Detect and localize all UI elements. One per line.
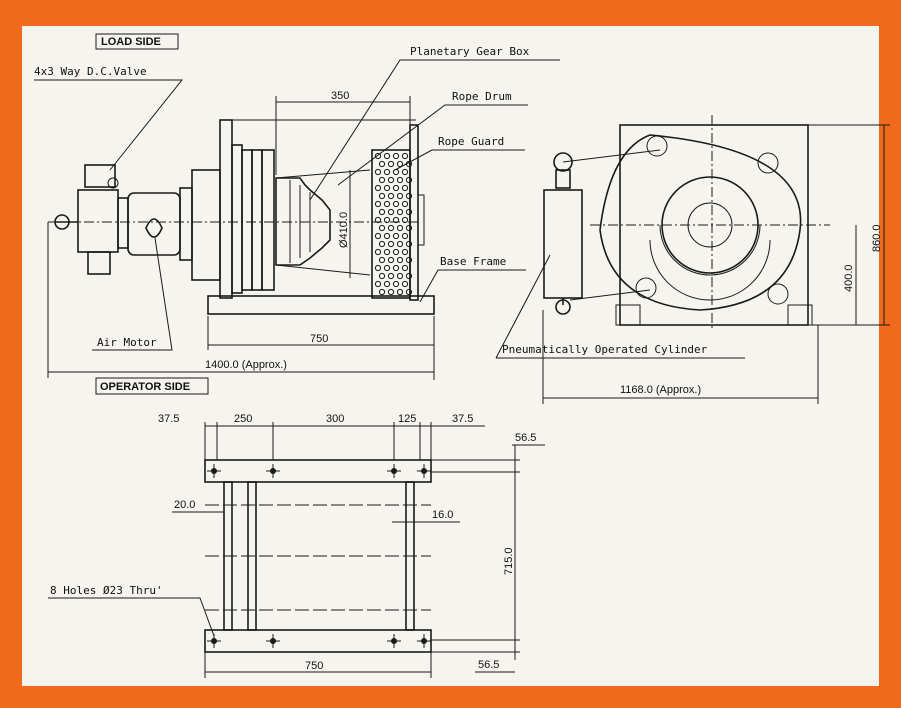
- cylinder-label: Pneumatically Operated Cylinder: [502, 343, 708, 356]
- mounting-hole: [387, 634, 401, 648]
- dim-300: 300: [326, 413, 344, 425]
- rope-guard-mesh: [371, 124, 425, 301]
- motor-label: Air Motor: [97, 336, 157, 349]
- operator-side-label: OPERATOR SIDE: [100, 381, 190, 393]
- dim-16: 16.0: [432, 509, 453, 521]
- mounting-hole: [266, 634, 280, 648]
- mounting-hole: [266, 464, 280, 478]
- dim-1168: 1168.0 (Approx.): [620, 384, 701, 396]
- mounting-hole: [387, 464, 401, 478]
- dim-20: 20.0: [174, 499, 195, 511]
- dim-56-5-bottom: 56.5: [478, 659, 499, 671]
- end-view: 860.0 400.0 1168.0 (Approx.) Pneumatical…: [495, 115, 890, 404]
- operator-side-box: [95, 377, 209, 395]
- dim-750-base: 750: [305, 660, 323, 672]
- base-plan-view: 37.5 250 300 125 37.5 56.5 715.0 20.0 16…: [48, 413, 545, 678]
- mounting-holes: [207, 464, 431, 648]
- valve-label: 4x3 Way D.C.Valve: [34, 65, 147, 78]
- dim-400: 400.0: [843, 264, 855, 292]
- dim-37-5-right: 37.5: [452, 413, 473, 425]
- mounting-hole: [417, 464, 431, 478]
- dim-350: 350: [331, 90, 349, 102]
- holes-label: 8 Holes Ø23 Thru': [50, 584, 163, 597]
- dim-715: 715.0: [503, 547, 515, 575]
- valve-body: [54, 164, 119, 275]
- dim-125: 125: [398, 413, 416, 425]
- base-frame-plate: [207, 295, 435, 315]
- dim-56-5-top: 56.5: [515, 432, 536, 444]
- load-side-label: LOAD SIDE: [101, 36, 161, 48]
- guard-label: Rope Guard: [438, 135, 504, 148]
- dim-37-5-left: 37.5: [158, 413, 179, 425]
- air-motor-body: [117, 187, 193, 261]
- base-label: Base Frame: [440, 255, 506, 268]
- dim-750-side: 750: [310, 333, 328, 345]
- dim-860: 860.0: [871, 224, 883, 252]
- cylinder-body: [543, 149, 661, 315]
- drum-label: Rope Drum: [452, 90, 512, 103]
- gearbox-label: Planetary Gear Box: [410, 45, 530, 58]
- gearbox-assembly: [191, 119, 371, 299]
- mounting-hole: [417, 634, 431, 648]
- mounting-hole: [207, 634, 221, 648]
- dim-1400: 1400.0 (Approx.): [205, 359, 287, 371]
- dim-410: Ø410.0: [338, 212, 350, 248]
- side-view: LOAD SIDE OPERATOR SIDE: [34, 33, 560, 395]
- mounting-hole: [207, 464, 221, 478]
- load-side-box: [95, 33, 179, 50]
- dim-250: 250: [234, 413, 252, 425]
